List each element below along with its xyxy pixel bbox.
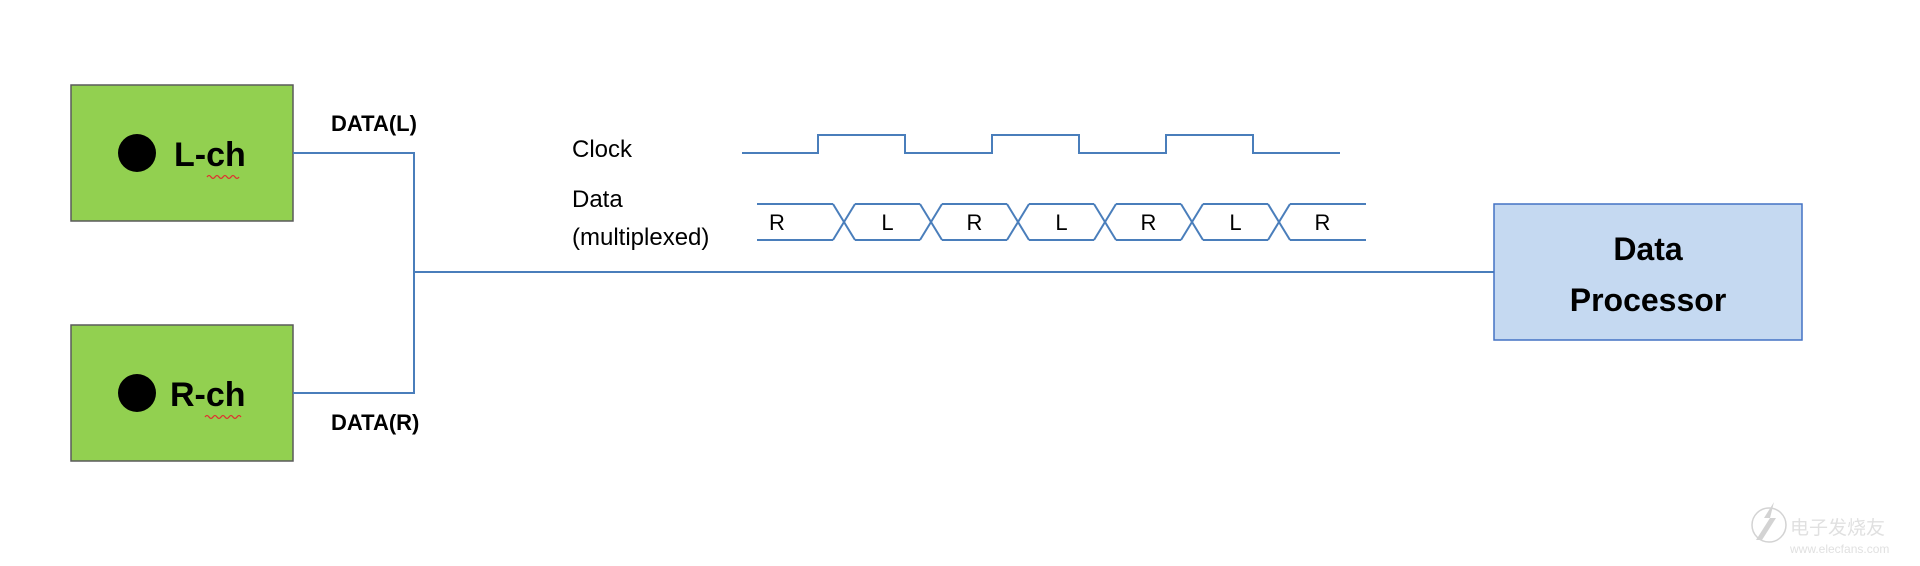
- data-processor-box: [1493, 203, 1803, 341]
- data-transition-cross: [1180, 203, 1204, 241]
- clock-waveform: [742, 134, 1340, 154]
- right-channel-spellcheck-squiggle: [204, 414, 242, 420]
- left-channel-dot-icon: [118, 134, 156, 172]
- data-signal-label-line1: Data: [572, 186, 623, 213]
- right-channel-block: R-ch: [70, 324, 294, 462]
- left-channel-box: [70, 84, 294, 222]
- left-channel-label: L-ch: [174, 136, 246, 174]
- data-transition-cross: [919, 203, 943, 241]
- data-transition-cross: [1267, 203, 1291, 241]
- clock-label: Clock: [572, 136, 633, 163]
- data-signal-label-line2: (multiplexed): [572, 224, 709, 251]
- data-slot-label: R: [1141, 210, 1157, 235]
- data-transition-cross: [1093, 203, 1117, 241]
- left-data-wire: [293, 152, 415, 272]
- left-channel-block: L-ch: [70, 84, 294, 222]
- data-slot-label: L: [1055, 210, 1067, 235]
- watermark-text: 电子发烧友: [1790, 517, 1885, 539]
- multiplexed-data-waveform: [757, 203, 1366, 241]
- watermark-ring-icon: [1751, 507, 1787, 543]
- right-data-wire: [293, 272, 415, 394]
- data-slot-label: L: [881, 210, 893, 235]
- data-processor-block: Data Processor: [1493, 203, 1803, 341]
- data-processor-label-line1: Data: [1613, 231, 1683, 267]
- watermark-logo-icon: [1756, 502, 1776, 540]
- data-slot-label: R: [1315, 210, 1331, 235]
- data-transition-cross: [1006, 203, 1030, 241]
- watermark: 电子发烧友 www.elecfans.com: [1751, 502, 1889, 556]
- right-channel-box: [70, 324, 294, 462]
- left-channel-spellcheck-squiggle: [206, 174, 240, 180]
- data-processor-label-line2: Processor: [1570, 282, 1727, 318]
- data-slot-label: L: [1229, 210, 1241, 235]
- wiring: [293, 152, 1494, 394]
- right-channel-dot-icon: [118, 374, 156, 412]
- watermark-url: www.elecfans.com: [1789, 542, 1889, 556]
- data-slot-label: R: [769, 210, 785, 235]
- right-channel-label: R-ch: [170, 376, 246, 414]
- data-slot-label: R: [967, 210, 983, 235]
- data-left-label: DATA(L): [331, 111, 417, 136]
- data-right-label: DATA(R): [331, 410, 419, 435]
- data-transition-cross: [832, 203, 856, 241]
